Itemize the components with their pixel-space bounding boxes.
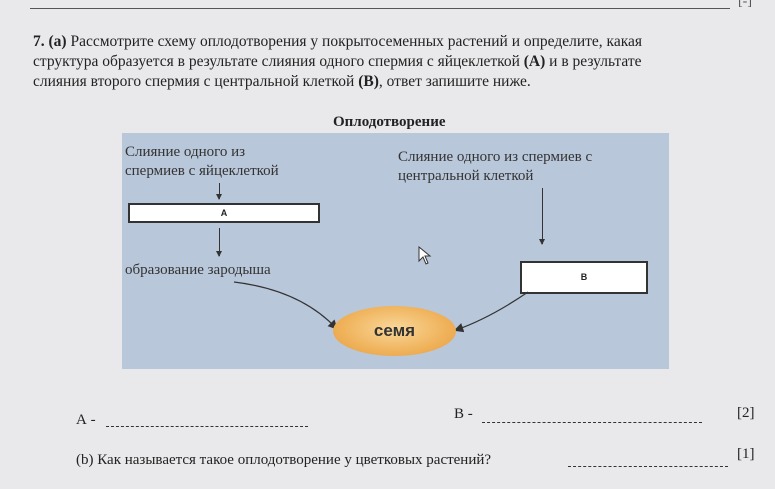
- question-line-3: слияния второго спермия с центральной кл…: [33, 73, 355, 90]
- diagram-title: Оплодотворение: [333, 114, 446, 130]
- answer-b-blank[interactable]: [482, 422, 702, 423]
- curve-left-arrow: [233, 281, 338, 330]
- label-a: (А): [523, 53, 546, 70]
- box-a: A: [128, 203, 320, 223]
- question-text: 7. (а) Рассмотрите схему оплодотворения …: [33, 32, 763, 92]
- part-a-label: (а): [48, 33, 67, 50]
- right-label-line-1: Слияние одного из спермиев с: [398, 149, 593, 165]
- mouse-cursor-icon: [418, 246, 432, 265]
- question-line-2: структура образуется в результате слияни…: [33, 53, 520, 70]
- right-label-line-2: центральной клеткой: [398, 168, 534, 184]
- part-b-blank[interactable]: [568, 466, 728, 467]
- part-b-question: (b) Как называется такое оплодотворение …: [76, 452, 492, 468]
- embryo-label: образование зародыша: [125, 262, 271, 278]
- question-number: 7.: [33, 33, 45, 50]
- question-line-1: Рассмотрите схему оплодотворения у покры…: [70, 33, 643, 50]
- arrow-to-embryo: [216, 228, 222, 257]
- answer-a-label: А -: [76, 412, 96, 428]
- left-label-line-2: спермиев с яйцеклеткой: [125, 163, 279, 179]
- box-b: B: [520, 261, 648, 294]
- mark-part-b: [1]: [737, 446, 755, 462]
- left-label-line-1: Слияние одного из: [125, 144, 246, 160]
- seed-ellipse: семя: [333, 306, 456, 356]
- top-mark: [-]: [738, 0, 752, 9]
- answer-b-label: В -: [454, 406, 473, 422]
- arrow-to-box-b: [539, 188, 545, 245]
- label-b: (В): [358, 73, 379, 90]
- curve-right-arrow: [453, 291, 529, 333]
- answer-a-blank[interactable]: [106, 426, 308, 427]
- question-line-3b: , ответ запишите ниже.: [378, 73, 531, 90]
- mark-part-a: [2]: [737, 405, 755, 421]
- top-rule: [30, 8, 730, 9]
- arrow-to-box-a: [216, 183, 222, 200]
- question-line-2b: и в результате: [549, 53, 642, 70]
